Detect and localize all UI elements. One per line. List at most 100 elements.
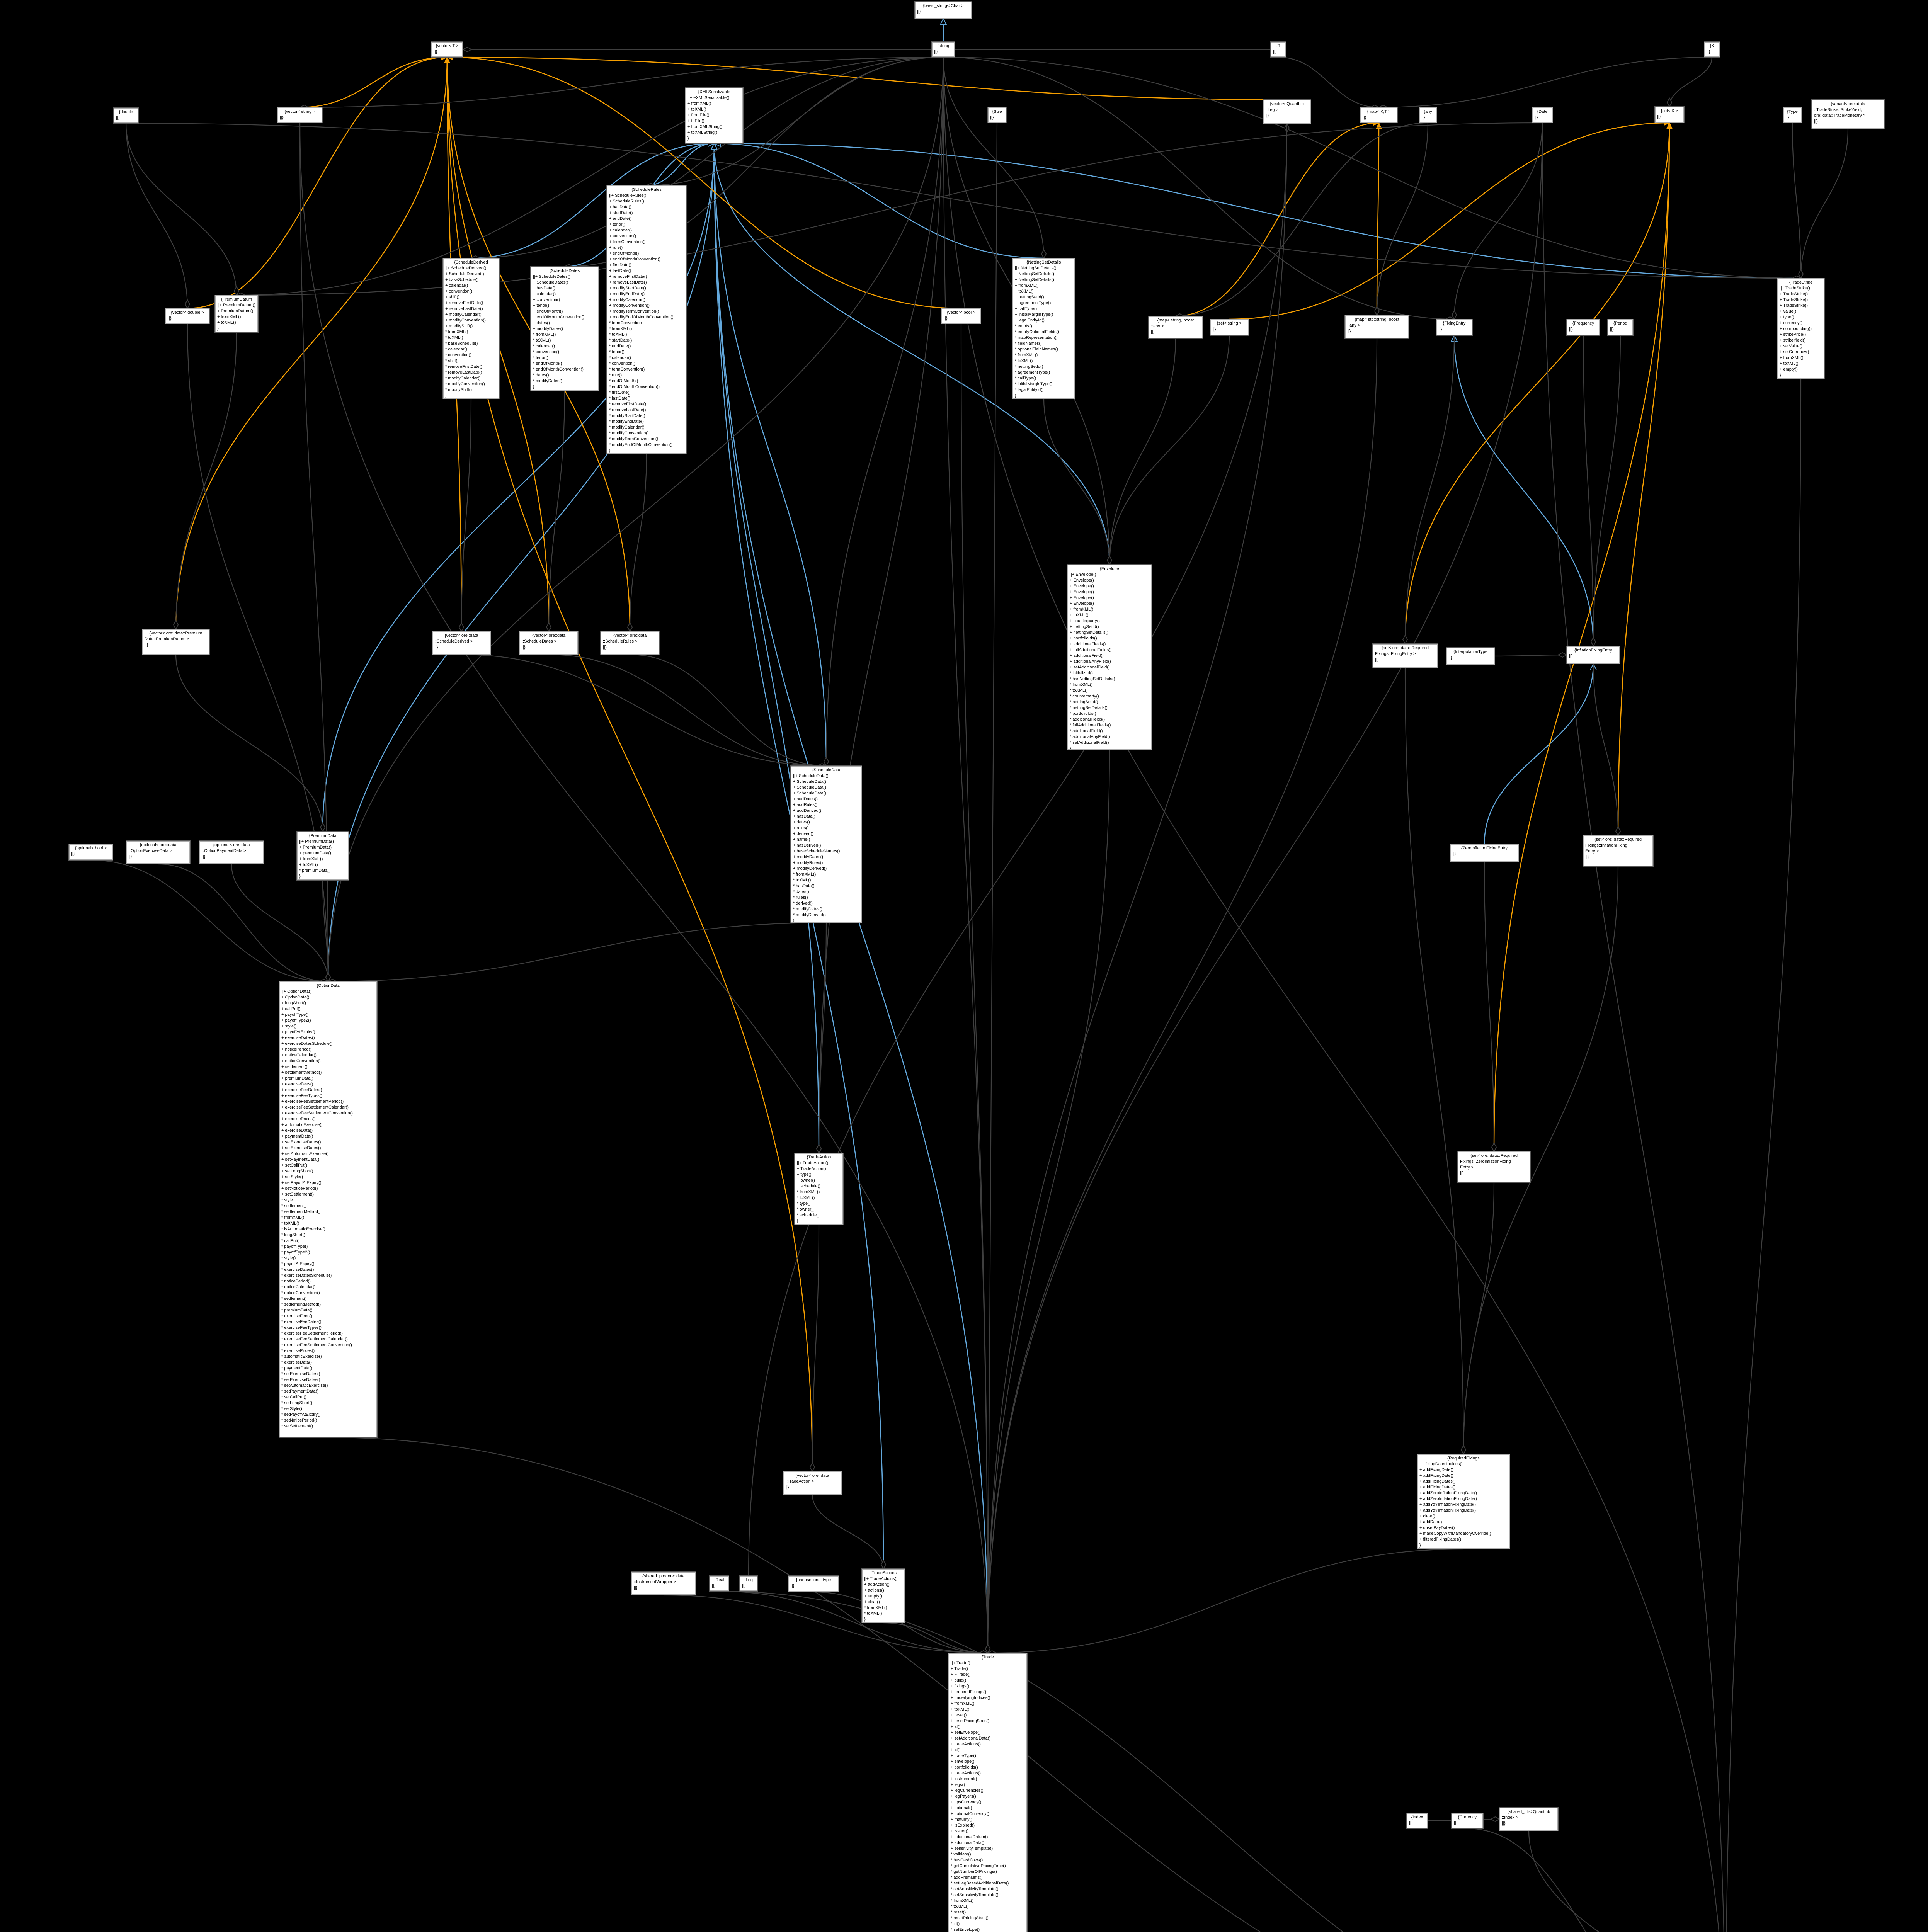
node-member: + addYoYInflationFixingDate() <box>1419 1508 1476 1513</box>
node-member: + TradeAction() <box>797 1167 826 1171</box>
node-member: + toXML() <box>1780 361 1799 366</box>
node-member: ||} <box>1657 114 1661 119</box>
node-member: + notional() <box>951 1806 972 1810</box>
node-member: + toXML() <box>687 107 706 112</box>
edge-use-vector_ScheduleRules-ScheduleData <box>630 654 827 767</box>
node-Period[interactable]: {Period||} <box>1608 319 1633 335</box>
edge-use-vector_string-Trade <box>299 122 989 1653</box>
node-vector_double[interactable]: {vector< double >||} <box>165 308 209 324</box>
node-member: + agreementType() <box>1015 301 1051 305</box>
node-Trade[interactable]: {Trade||+ Trade()+ Trade()+ ~Trade()+ bu… <box>948 1653 1027 1932</box>
node-Real[interactable]: {Real||} <box>710 1576 729 1591</box>
node-Index[interactable]: {Index||} <box>1407 1813 1428 1828</box>
node-K_param[interactable]: {K||} <box>1704 42 1720 57</box>
node-member: * removeFirstDate() <box>445 364 482 369</box>
node-PremiumData[interactable]: {PremiumData||+ PremiumData()+ PremiumDa… <box>297 832 349 880</box>
node-member: * tenor() <box>533 355 548 360</box>
edge-use-ScheduleRules-vector_ScheduleRules <box>629 453 647 632</box>
node-Frequency[interactable]: {Frequency||} <box>1567 319 1600 335</box>
node-member: * shift() <box>445 359 459 363</box>
node-NettingSetDetails[interactable]: {NettingSetDetails||+ NettingSetDetails(… <box>1012 258 1075 399</box>
node-any[interactable]: {any||} <box>1419 107 1437 123</box>
node-ZeroInflationFixingEntry[interactable]: {ZeroInflationFixingEntry||} <box>1450 844 1519 862</box>
node-optional_OptionPaymentData[interactable]: {optional< ore::data::OptionPaymentData … <box>199 841 264 864</box>
node-map_std_string_any[interactable]: {map< std::string, boost::any >||} <box>1345 315 1409 338</box>
node-map_KT[interactable]: {map< K,T >||} <box>1360 107 1397 123</box>
node-vector_Leg[interactable]: {vector< QuantLib::Leg >||} <box>1263 100 1311 124</box>
node-TradeStrike[interactable]: {TradeStrike||+ TradeStrike()+ TradeStri… <box>1777 278 1824 379</box>
node-member: } <box>687 136 689 141</box>
node-member: * modifyDates() <box>793 907 822 912</box>
node-OptionData[interactable]: {OptionData||+ OptionData()+ OptionData(… <box>279 981 377 1437</box>
node-optional_bool[interactable]: {optional< bool >||} <box>69 844 113 860</box>
node-double[interactable]: {double||} <box>114 108 138 123</box>
node-Size[interactable]: {Size||} <box>988 107 1006 123</box>
node-member: + empty() <box>864 1594 882 1599</box>
node-Currency[interactable]: {Currency||} <box>1452 1813 1483 1828</box>
node-shared_ptr_QLIndex[interactable]: {shared_ptr< QuantLib::Index >||} <box>1499 1808 1558 1831</box>
node-ScheduleDerived[interactable]: {ScheduleDerived||+ ScheduleDerived()+ S… <box>443 258 499 399</box>
node-variant_strike[interactable]: {variant< ore::data::TradeStrike::Strike… <box>1812 100 1884 129</box>
node-InterpolationType[interactable]: {InterpolationType||} <box>1446 648 1495 665</box>
node-member: + nettingSetId() <box>1015 295 1044 299</box>
use-arrowhead <box>627 622 633 633</box>
node-member: * modifyConvention() <box>609 431 649 435</box>
edge-use-Leg-vector_Leg <box>748 123 1288 1576</box>
node-shared_ptr_InstrumentWrapper[interactable]: {shared_ptr< ore::data::InstrumentWrappe… <box>631 1572 696 1595</box>
node-vector_string[interactable]: {vector< string >||} <box>277 107 322 123</box>
node-member: Fixings::ZeroInflationFixing <box>1460 1159 1511 1164</box>
node-member: + portfolioIds() <box>951 1765 978 1770</box>
node-Type[interactable]: {Type||} <box>1783 107 1802 123</box>
node-ScheduleRules[interactable]: {ScheduleRules||+ ScheduleRules()+ Sched… <box>607 185 686 454</box>
node-ScheduleDates[interactable]: {ScheduleDates||+ ScheduleDates()+ Sched… <box>531 267 599 391</box>
node-Envelope[interactable]: {Envelope||+ Envelope()+ Envelope()+ Env… <box>1067 565 1152 750</box>
edge-use-ZeroInflationFixingEntry-set_ZeroInflationFixingEntry <box>1484 861 1495 1152</box>
node-set_K[interactable]: {set< K >||} <box>1655 107 1684 123</box>
node-PremiumDatum[interactable]: {PremiumDatum||+ PremiumDatum()+ Premium… <box>215 295 258 332</box>
node-member: + legCurrencies() <box>951 1788 984 1793</box>
node-member: + dates() <box>793 820 810 825</box>
node-optional_OptionExerciseData[interactable]: {optional< ore::data::OptionExerciseData… <box>126 841 190 864</box>
node-nanosecond_type[interactable]: {nanosecond_type||} <box>788 1576 839 1592</box>
node-vector_ScheduleDates[interactable]: {vector< ore::data::ScheduleDates >||} <box>519 631 578 655</box>
node-vector_TradeAction[interactable]: {vector< ore::data::TradeAction >||} <box>783 1471 842 1495</box>
node-Date[interactable]: {Date||} <box>1532 107 1553 123</box>
node-ScheduleData[interactable]: {ScheduleData||+ ScheduleData()+ Schedul… <box>791 766 862 923</box>
node-InflationFixingEntry[interactable]: {InflationFixingEntry||} <box>1567 646 1620 664</box>
node-vector_bool[interactable]: {vector< bool >||} <box>941 308 981 324</box>
node-string[interactable]: {string||} <box>932 42 955 57</box>
node-member: * exerciseFeeSettlementPeriod() <box>281 1331 343 1336</box>
node-basic_string[interactable]: {basic_string< Char >||} <box>915 2 972 19</box>
node-member: * setCallPut() <box>281 1395 306 1400</box>
node-member: + fromFile() <box>687 113 710 117</box>
node-vector_T[interactable]: {vector< T >||} <box>431 42 463 57</box>
node-set_string[interactable]: {set< string >||} <box>1210 319 1249 335</box>
node-member: * premiumData() <box>281 1308 313 1313</box>
node-T_param[interactable]: {T||} <box>1271 42 1286 57</box>
node-TradeAction[interactable]: {TradeAction||+ TradeAction()+ TradeActi… <box>795 1153 843 1225</box>
node-member: + addDerived() <box>793 808 822 813</box>
node-vector_ScheduleDerived[interactable]: {vector< ore::data::ScheduleDerived >||} <box>432 631 491 655</box>
node-vector_ScheduleRules[interactable]: {vector< ore::data::ScheduleRules >||} <box>601 631 659 655</box>
edge-use-string-vector_string <box>299 56 944 108</box>
node-member: ||} <box>434 645 438 650</box>
node-TradeActions[interactable]: {TradeActions||+ TradeActions()+ addActi… <box>862 1569 905 1623</box>
node-member: + NettingSetDetails() <box>1015 272 1054 276</box>
node-map_string_any[interactable]: {map< string, boost::any >||} <box>1149 316 1203 338</box>
node-member: + modifyDates() <box>533 327 563 331</box>
node-member: + Envelope() <box>1070 578 1094 583</box>
node-member: * exercisePrices() <box>281 1349 315 1353</box>
node-FixingEntry[interactable]: {FixingEntry||} <box>1436 319 1472 335</box>
node-member: ||} <box>1375 657 1379 662</box>
node-member: * settlement() <box>281 1296 307 1301</box>
node-RequiredFixings[interactable]: {RequiredFixings||+ fixingDatesIndices()… <box>1417 1454 1510 1549</box>
node-XMLSerializable[interactable]: {XMLSerializable||+ ~XMLSerializable()+ … <box>685 88 743 143</box>
use-arrowhead <box>320 822 326 833</box>
node-Leg[interactable]: {Leg||} <box>740 1576 757 1591</box>
node-member: * premiumData_ <box>299 868 330 873</box>
node-member: + id() <box>951 1748 961 1752</box>
